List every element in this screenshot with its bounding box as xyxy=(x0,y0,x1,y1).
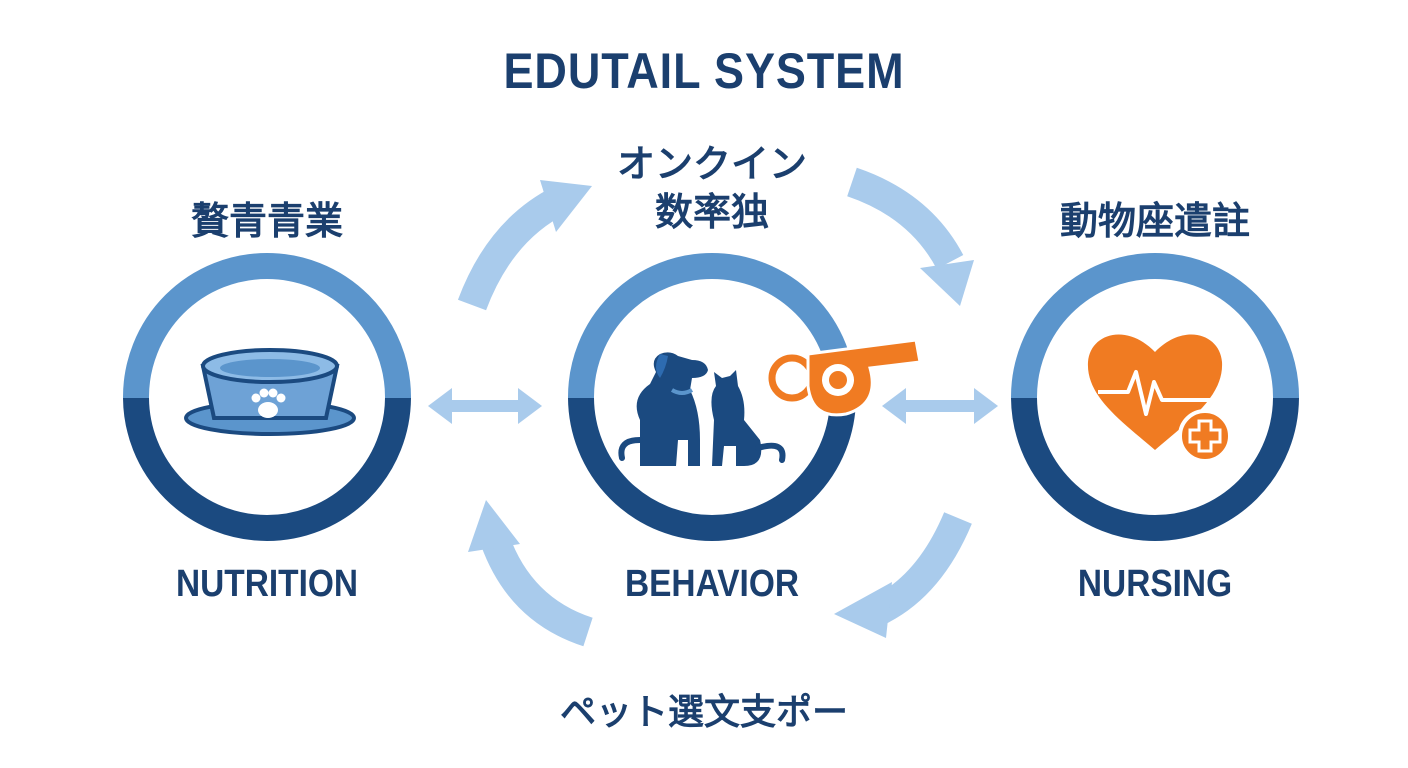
cycle-arrow-top-left xyxy=(457,180,592,311)
behavior-label: BEHAVIOR xyxy=(624,563,800,605)
medical-cross-icon xyxy=(1178,409,1232,463)
nursing-heading: 動物座遣註 xyxy=(1059,199,1250,243)
connector-arrow-behavior-nursing xyxy=(882,388,998,424)
cycle-arrow-bottom-left xyxy=(468,500,593,647)
diagram-title: EDUTAIL SYSTEM xyxy=(503,43,905,99)
nursing-label: NURSING xyxy=(1077,563,1233,605)
dog-and-cat-icon xyxy=(618,352,786,466)
nutrition-label: NUTRITION xyxy=(175,563,359,605)
collar xyxy=(670,388,694,395)
whistle-icon xyxy=(768,338,922,417)
behavior-heading-line1: オンクイン xyxy=(616,142,807,186)
nutrition-ring xyxy=(123,253,411,541)
behavior-heading-line2: 数率独 xyxy=(654,190,769,234)
cycle-arrow-top-right xyxy=(846,167,974,306)
nursing-ring xyxy=(1011,253,1299,541)
cycle-arrow-bottom-right xyxy=(834,512,972,638)
nutrition-heading: 贅青青業 xyxy=(190,199,343,243)
connector-arrow-nutrition-behavior xyxy=(428,388,542,424)
footer-caption: ペット選文支ポー xyxy=(559,692,848,733)
pet-food-bowl-icon xyxy=(184,348,356,436)
